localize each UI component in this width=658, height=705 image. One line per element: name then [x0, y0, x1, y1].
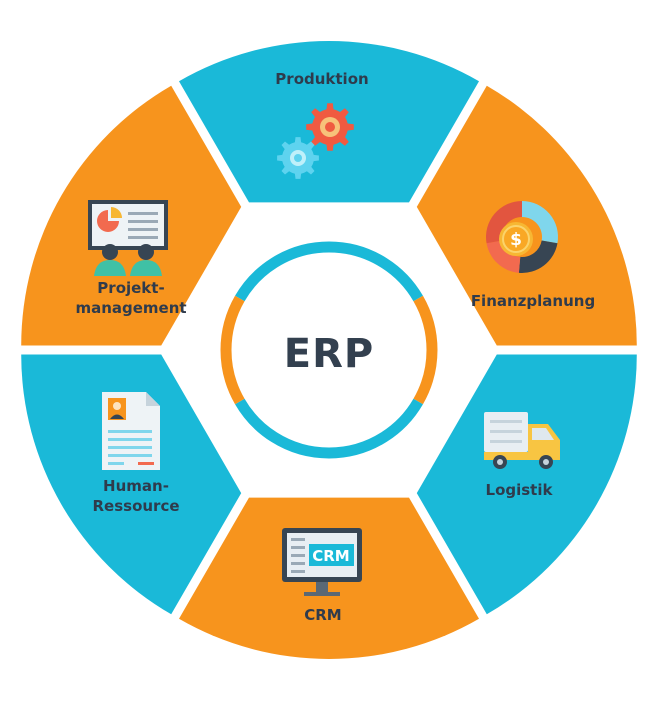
doc-photo-face [113, 402, 121, 410]
screen-line [291, 562, 305, 565]
label-line: Human- [103, 477, 169, 495]
truck-base [484, 452, 560, 460]
donut-slice [522, 201, 558, 244]
doc-photo-body [110, 414, 124, 419]
monitor-neck [316, 582, 328, 592]
doc-line [108, 446, 152, 449]
person-head [102, 244, 118, 260]
board-line [128, 228, 158, 231]
gear-blue-hole [294, 154, 302, 162]
screen-line [291, 538, 305, 541]
label-line: Produktion [275, 70, 368, 88]
cargo-line [490, 440, 522, 443]
doc-line [108, 438, 152, 441]
label-produktion: Produktion [275, 70, 368, 88]
center-inner [237, 258, 421, 442]
board-line [128, 220, 158, 223]
cargo-line [490, 420, 522, 423]
person-head [138, 244, 154, 260]
truck-hub [497, 459, 503, 465]
screen-line [291, 570, 305, 573]
label-line: Projekt- [97, 279, 164, 297]
doc-fold [146, 392, 160, 406]
segment-human-ressource [21, 354, 242, 615]
label-finanzplanung: Finanzplanung [471, 292, 595, 310]
label-line: Finanzplanung [471, 292, 595, 310]
screen-line [291, 546, 305, 549]
doc-line-accent [138, 462, 154, 465]
ring-arc-left [220, 295, 245, 405]
label-projektmanagement: Projekt-management [75, 279, 186, 317]
delivery-truck-icon [484, 412, 560, 469]
screen-line [291, 554, 305, 557]
label-line: Ressource [92, 497, 179, 515]
board-pie [97, 210, 119, 232]
board-line [128, 212, 158, 215]
segment-logistik [416, 354, 637, 615]
crm-badge-text: CRM [312, 547, 350, 565]
coin-inner [502, 225, 530, 253]
doc-line [108, 462, 124, 465]
finance-chart-icon: $ [486, 201, 558, 273]
presentation-icon [88, 200, 168, 276]
monitor-stand [304, 592, 340, 596]
donut-slice [486, 201, 522, 244]
board-pie-slice [111, 207, 122, 218]
erp-title: ERP [284, 331, 374, 377]
resume-document-icon [102, 392, 160, 470]
doc-line [108, 430, 152, 433]
donut-slice [486, 240, 521, 273]
ring-arc-right [413, 295, 438, 405]
truck-window [532, 428, 554, 440]
ring-arc-bottom [235, 398, 423, 459]
label-logistik: Logistik [486, 481, 554, 499]
board-line [128, 236, 158, 239]
person-body [94, 260, 126, 276]
crm-monitor-icon: CRM [282, 528, 362, 596]
gear-red-hole [325, 122, 335, 132]
cargo-line [490, 430, 522, 433]
label-human-ressource: Human- Ressource [92, 477, 179, 515]
dollar-sign: $ [510, 230, 522, 250]
label-crm: CRM [304, 606, 342, 624]
label-line: management [75, 299, 186, 317]
label-line: CRM [304, 606, 342, 624]
ring-arc-top [235, 241, 423, 302]
donut-slice [518, 240, 558, 273]
person-body [130, 260, 162, 276]
gears-icon [277, 103, 354, 179]
crm-badge [309, 544, 354, 566]
doc-line [108, 454, 152, 457]
label-line: Logistik [486, 481, 554, 499]
truck-hub [543, 459, 549, 465]
